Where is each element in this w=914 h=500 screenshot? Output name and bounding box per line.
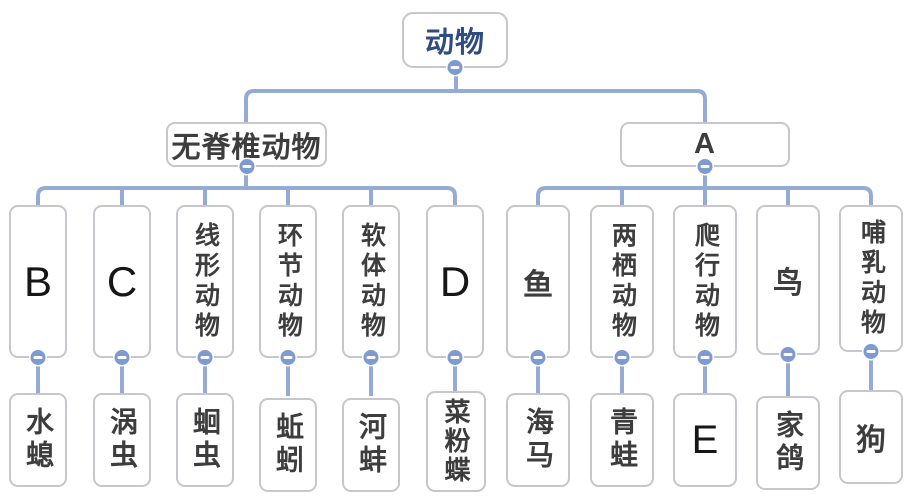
node-label: 蚯蚓	[273, 412, 304, 478]
node-label: 鱼	[523, 268, 553, 302]
node-label: 爬行动物	[691, 221, 720, 342]
node-label: 菜粉蝶	[441, 398, 471, 485]
node-amphibians[interactable]: 两栖动物	[590, 205, 654, 365]
collapse-minus-icon[interactable]	[447, 60, 463, 75]
node-label: 狗	[856, 424, 886, 457]
node-mammals[interactable]: 哺乳动物	[839, 205, 903, 359]
node-linear-animals[interactable]: 线形动物	[176, 205, 234, 365]
node-label: 哺乳动物	[857, 218, 886, 339]
node-label: 软体动物	[357, 221, 386, 342]
node-example-pigeon[interactable]: 家鸽	[756, 396, 820, 490]
node-example-mussel[interactable]: 河蚌	[342, 398, 400, 492]
node-reptiles[interactable]: 爬行动物	[673, 205, 737, 365]
node-example-cabbage-butterfly[interactable]: 菜粉蝶	[426, 391, 486, 492]
collapse-minus-icon[interactable]	[447, 350, 463, 365]
node-label: E	[691, 418, 719, 462]
node-label: D	[439, 257, 471, 305]
node-example-seahorse[interactable]: 海马	[506, 393, 570, 487]
collapse-minus-icon[interactable]	[114, 350, 130, 365]
node-label: 河蚌	[356, 412, 387, 478]
node-label: 家鸽	[773, 410, 804, 476]
node-label: 蛔虫	[190, 407, 221, 473]
node-birds[interactable]: 鸟	[756, 205, 820, 362]
node-label: 青蛙	[607, 407, 638, 473]
collapse-minus-icon[interactable]	[614, 350, 630, 365]
node-example-planarian[interactable]: 涡虫	[93, 393, 151, 487]
node-fish[interactable]: 鱼	[506, 205, 570, 365]
node-group-d[interactable]: D	[426, 205, 484, 365]
node-mollusks[interactable]: 软体动物	[342, 205, 400, 365]
collapse-minus-icon[interactable]	[530, 350, 546, 365]
collapse-minus-icon[interactable]	[863, 344, 879, 359]
node-label: C	[106, 257, 138, 305]
node-label: 无脊椎动物	[171, 131, 322, 164]
node-example-roundworm[interactable]: 蛔虫	[176, 393, 234, 487]
collapse-minus-icon[interactable]	[30, 350, 46, 365]
node-label: 水螅	[23, 407, 54, 473]
node-invertebrates[interactable]: 无脊椎动物	[166, 122, 327, 174]
node-label: B	[23, 257, 52, 305]
collapse-minus-icon[interactable]	[363, 350, 379, 365]
node-label: 环节动物	[274, 221, 303, 342]
node-root[interactable]: 动物	[402, 12, 508, 75]
node-label: 线形动物	[191, 221, 220, 342]
node-group-b[interactable]: B	[9, 205, 67, 365]
node-label: A	[694, 128, 716, 160]
node-label: 海马	[523, 407, 554, 473]
node-example-hydra[interactable]: 水螅	[9, 393, 67, 487]
node-example-earthworm[interactable]: 蚯蚓	[259, 398, 317, 492]
collapse-minus-icon[interactable]	[697, 159, 713, 174]
node-label: 涡虫	[107, 407, 138, 473]
collapse-minus-icon[interactable]	[280, 350, 296, 365]
node-label: 鸟	[773, 267, 803, 300]
node-example-dog[interactable]: 狗	[839, 390, 903, 484]
collapse-minus-icon[interactable]	[780, 347, 796, 362]
node-vertebrates-a[interactable]: A	[620, 122, 790, 174]
collapse-minus-icon[interactable]	[697, 350, 713, 365]
node-group-c[interactable]: C	[93, 205, 151, 365]
node-annelids[interactable]: 环节动物	[259, 205, 317, 365]
collapse-minus-icon[interactable]	[197, 350, 213, 365]
node-example-frog[interactable]: 青蛙	[590, 393, 654, 487]
node-label: 两栖动物	[608, 221, 637, 342]
collapse-minus-icon[interactable]	[239, 159, 254, 174]
node-example-e[interactable]: E	[673, 393, 737, 487]
node-label: 动物	[424, 27, 485, 59]
